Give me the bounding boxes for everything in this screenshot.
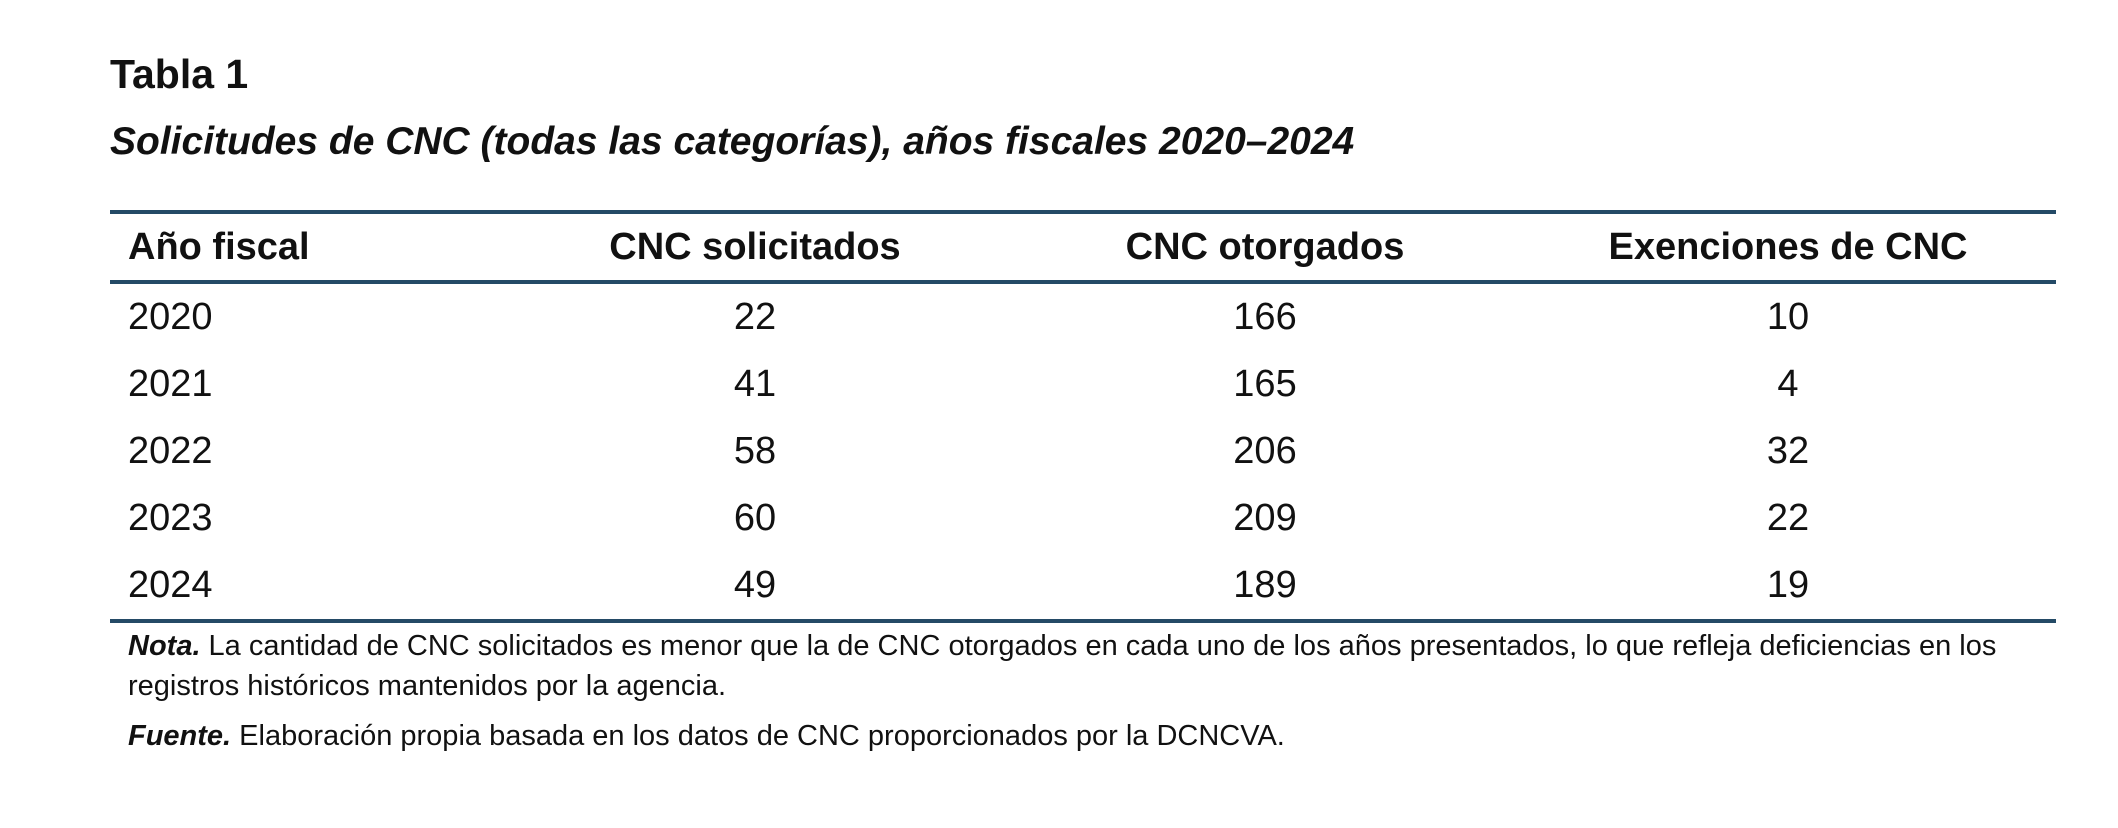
cell-granted: 166: [1233, 296, 1297, 338]
cell-granted: 189: [1233, 564, 1297, 606]
column-header-exemptions: Exenciones de CNC: [1608, 225, 1968, 268]
note-text: La cantidad de CNC solicitados es menor …: [128, 630, 1997, 702]
column-header-requested: CNC solicitados: [609, 225, 901, 268]
cell-fiscal-year: 2022: [128, 430, 213, 472]
cell-granted: 165: [1233, 363, 1297, 405]
cell-fiscal-year: 2021: [128, 363, 213, 405]
cell-exemptions: 32: [1766, 430, 1810, 472]
cell-requested: 60: [733, 497, 777, 539]
table-body: 2020 22 166 10 2021 41 165 4 2022 58 206…: [110, 282, 2056, 621]
table-row: 2021 41 165 4: [110, 351, 2056, 418]
cell-exemptions: 4: [1777, 363, 1799, 405]
table-label: Tabla 1: [110, 51, 249, 97]
column-header-fiscal-year: Año fiscal: [128, 225, 310, 268]
source-text: Elaboración propia basada en los datos d…: [231, 720, 1285, 752]
cell-fiscal-year: 2023: [128, 497, 213, 539]
data-table-container: Año fiscal CNC solicitados CNC otorgados…: [110, 210, 2056, 623]
source-label: Fuente.: [128, 720, 232, 752]
cell-exemptions: 22: [1766, 497, 1810, 539]
cell-requested: 41: [733, 363, 777, 405]
header-row: Año fiscal CNC solicitados CNC otorgados…: [110, 212, 2056, 282]
table-row: 2020 22 166 10: [110, 282, 2056, 351]
table-header: Año fiscal CNC solicitados CNC otorgados…: [110, 212, 2056, 282]
cell-fiscal-year: 2024: [128, 564, 213, 606]
note-label: Nota.: [128, 630, 201, 662]
data-table: Año fiscal CNC solicitados CNC otorgados…: [110, 210, 2056, 623]
cell-requested: 49: [733, 564, 777, 606]
cell-requested: 58: [733, 430, 777, 472]
table-row: 2022 58 206 32: [110, 418, 2056, 485]
cell-granted: 209: [1233, 497, 1297, 539]
cell-requested: 22: [733, 296, 777, 338]
cell-granted: 206: [1233, 430, 1297, 472]
table-row: 2024 49 189 19: [110, 552, 2056, 621]
cell-fiscal-year: 2020: [128, 296, 213, 338]
table-title: Solicitudes de CNC (todas las categorías…: [110, 120, 1355, 163]
note-paragraph: Nota. La cantidad de CNC solicitados es …: [128, 626, 2048, 706]
cell-exemptions: 10: [1766, 296, 1810, 338]
table-row: 2023 60 209 22: [110, 485, 2056, 552]
table-notes: Nota. La cantidad de CNC solicitados es …: [128, 626, 2048, 766]
column-header-granted: CNC otorgados: [1125, 225, 1405, 268]
source-paragraph: Fuente. Elaboración propia basada en los…: [128, 716, 2048, 756]
cell-exemptions: 19: [1766, 564, 1810, 606]
